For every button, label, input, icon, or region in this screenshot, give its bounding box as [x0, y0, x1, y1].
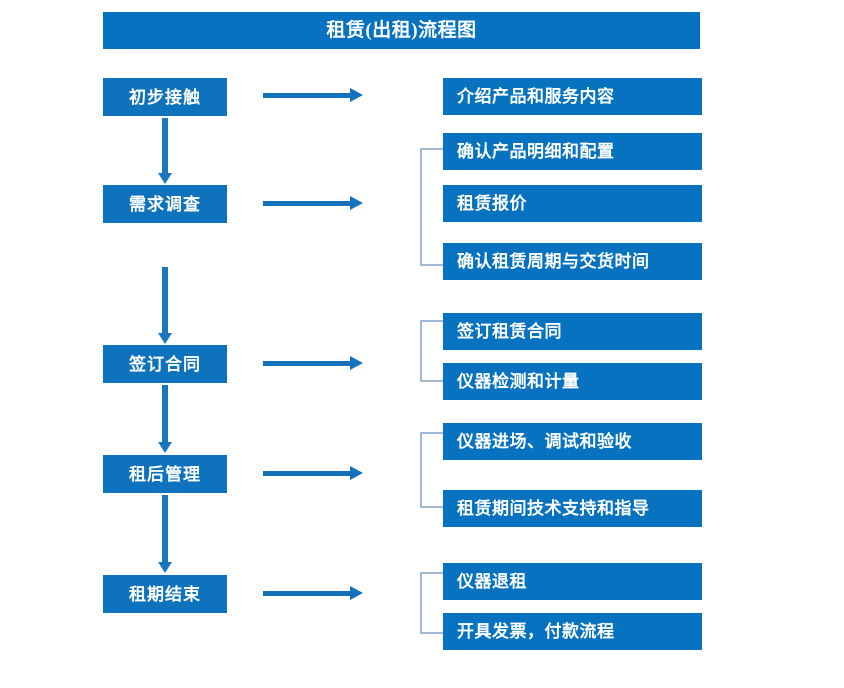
group-bracket-sign-contract: [420, 320, 443, 382]
arrow-shaft: [162, 267, 168, 333]
group-bracket-post-rental-management: [420, 432, 443, 508]
arrow-shaft: [162, 118, 168, 173]
arrow-head-right-icon: [350, 356, 363, 370]
arrow-shaft: [263, 93, 351, 98]
detail-box-technical-support-during-rental[interactable]: 租赁期间技术支持和指导: [443, 490, 702, 527]
vertical-arrow-4: [158, 495, 172, 573]
arrow-shaft: [162, 385, 168, 442]
horizontal-arrow-4: [263, 466, 363, 480]
arrow-head-down-icon: [158, 333, 172, 344]
arrow-head-right-icon: [350, 586, 363, 600]
vertical-arrow-3: [158, 385, 172, 453]
horizontal-arrow-5: [263, 586, 363, 600]
arrow-head-down-icon: [158, 173, 172, 184]
group-bracket-requirement-survey: [420, 148, 443, 266]
stage-box-post-rental-management[interactable]: 租后管理: [103, 455, 227, 493]
vertical-arrow-1: [158, 118, 172, 184]
stage-box-rental-end[interactable]: 租期结束: [103, 575, 227, 613]
detail-box-confirm-product-details[interactable]: 确认产品明细和配置: [443, 133, 702, 170]
horizontal-arrow-3: [263, 356, 363, 370]
detail-box-confirm-rental-period-delivery[interactable]: 确认租赁周期与交货时间: [443, 243, 702, 280]
stage-box-sign-contract[interactable]: 签订合同: [103, 345, 227, 383]
arrow-head-right-icon: [350, 466, 363, 480]
page-title: 租赁(出租)流程图: [103, 12, 700, 49]
vertical-arrow-2: [158, 267, 172, 344]
detail-box-instrument-entry-debug-acceptance[interactable]: 仪器进场、调试和验收: [443, 423, 702, 460]
detail-box-instrument-return[interactable]: 仪器退租: [443, 563, 702, 600]
detail-box-invoice-payment-process[interactable]: 开具发票，付款流程: [443, 613, 702, 650]
horizontal-arrow-1: [263, 88, 363, 102]
arrow-head-down-icon: [158, 442, 172, 453]
arrow-shaft: [162, 495, 168, 562]
arrow-head-right-icon: [350, 196, 363, 210]
arrow-head-down-icon: [158, 562, 172, 573]
group-bracket-rental-end: [420, 572, 443, 634]
stage-box-initial-contact[interactable]: 初步接触: [103, 78, 227, 116]
horizontal-arrow-2: [263, 196, 363, 210]
detail-box-introduce-products-services[interactable]: 介绍产品和服务内容: [443, 78, 702, 115]
detail-box-instrument-inspection-metering[interactable]: 仪器检测和计量: [443, 363, 702, 400]
detail-box-sign-rental-contract[interactable]: 签订租赁合同: [443, 313, 702, 350]
arrow-shaft: [263, 361, 351, 366]
arrow-shaft: [263, 471, 351, 476]
detail-box-rental-quotation[interactable]: 租赁报价: [443, 185, 702, 222]
arrow-shaft: [263, 591, 351, 596]
arrow-head-right-icon: [350, 88, 363, 102]
stage-box-requirement-survey[interactable]: 需求调查: [103, 185, 227, 223]
arrow-shaft: [263, 201, 351, 206]
